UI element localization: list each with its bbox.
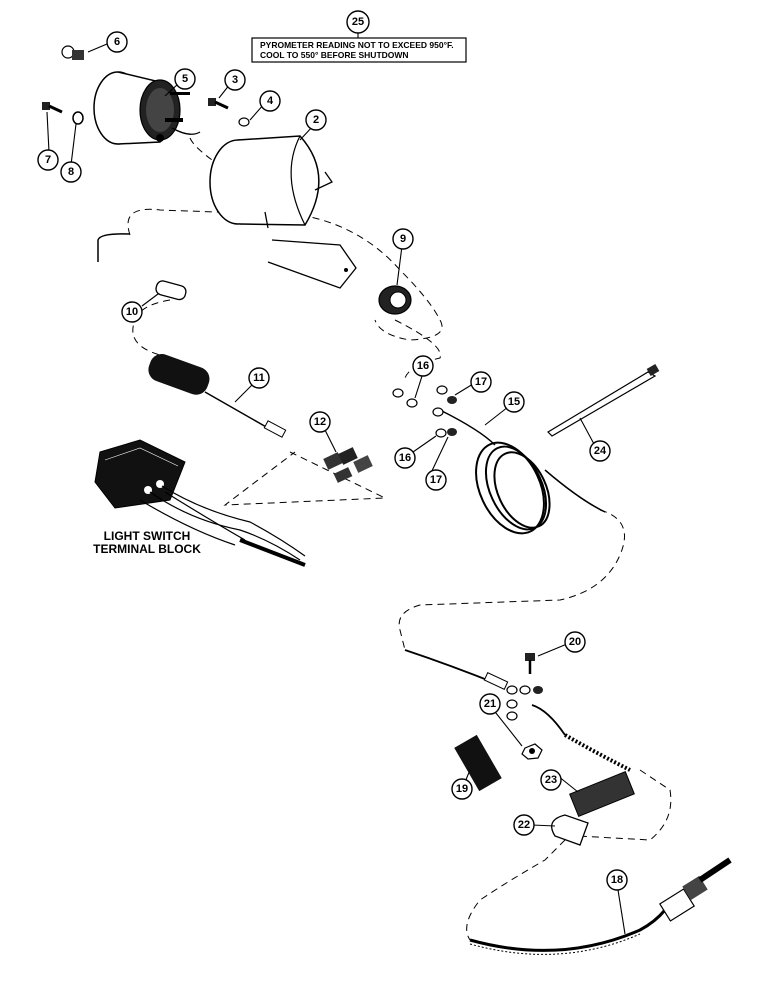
harness-route-dashed-line: [398, 509, 625, 651]
svg-text:4: 4: [267, 95, 274, 107]
callout-24: 24: [589, 440, 611, 462]
callout-18: 18: [606, 869, 628, 891]
callout-25: 25: [346, 10, 370, 34]
callout-6: 6: [106, 31, 128, 53]
callout-2: 2: [305, 109, 327, 131]
svg-text:8: 8: [68, 166, 74, 178]
mounting-cup: [209, 135, 357, 289]
grommet: [378, 285, 412, 315]
warning-note-box: [251, 37, 467, 63]
screw-7: [42, 102, 63, 114]
callout-9: 9: [392, 228, 414, 250]
washer-8: [72, 111, 84, 125]
svg-text:11: 11: [253, 372, 265, 384]
svg-text:7: 7: [45, 154, 51, 166]
svg-text:16: 16: [399, 452, 411, 464]
svg-text:22: 22: [518, 819, 530, 831]
callout-16-upper: 16: [412, 355, 434, 377]
thermocouple-probe: [469, 857, 732, 955]
callout-3: 3: [224, 69, 246, 91]
pyrometer-gauge: [93, 71, 201, 145]
svg-text:5: 5: [182, 73, 188, 85]
callout-8: 8: [60, 161, 82, 183]
probe-tube: [97, 233, 187, 301]
svg-text:18: 18: [611, 874, 623, 886]
svg-text:17: 17: [430, 474, 442, 486]
clip-22: [551, 814, 589, 846]
screw-20: [525, 653, 535, 674]
callout-21: 21: [479, 693, 501, 715]
insulation-sleeve-23: [569, 770, 635, 818]
callout-19: 19: [451, 778, 473, 800]
thermocouple-dashed-line: [466, 839, 566, 941]
callout-17-upper: 17: [470, 371, 492, 393]
sender-lead: [148, 353, 287, 438]
warning-note-line1: PYROMETER READING NOT TO EXCEED 950°F.: [260, 40, 454, 50]
gauge-dashed-line: [189, 137, 231, 173]
callout-7: 7: [37, 149, 59, 171]
svg-text:10: 10: [126, 306, 138, 318]
callout-11: 11: [248, 367, 270, 389]
callout-15: 15: [503, 391, 525, 413]
light-switch-terminal-block: [94, 439, 306, 567]
callout-23: 23: [540, 769, 562, 791]
wire-route-dashed-line: [394, 319, 441, 379]
svg-text:2: 2: [313, 114, 319, 126]
svg-text:9: 9: [400, 233, 406, 245]
light-switch-label-line1: LIGHT SWITCH: [104, 529, 191, 543]
svg-text:21: 21: [484, 698, 496, 710]
callout-25-number: 25: [352, 16, 364, 28]
callout-4: 4: [259, 90, 281, 112]
callout-5: 5: [174, 68, 196, 90]
screw-3: [208, 98, 229, 110]
svg-text:6: 6: [114, 36, 120, 48]
callout-17-lower: 17: [425, 469, 447, 491]
callout-10: 10: [121, 301, 143, 323]
svg-text:20: 20: [569, 636, 581, 648]
bulb-6: [61, 45, 84, 60]
svg-text:15: 15: [508, 396, 520, 408]
washer-4: [238, 117, 250, 127]
sleeve-19: [454, 734, 502, 792]
callout-12: 12: [309, 411, 331, 433]
svg-text:16: 16: [417, 360, 429, 372]
svg-text:12: 12: [314, 416, 326, 428]
callout-16-lower: 16: [394, 447, 416, 469]
callout-22: 22: [513, 814, 535, 836]
warning-note-line2: COOL TO 550° BEFORE SHUTDOWN: [260, 50, 409, 60]
callout-20: 20: [564, 631, 586, 653]
light-switch-label-line2: TERMINAL BLOCK: [93, 542, 201, 556]
svg-text:17: 17: [475, 376, 487, 388]
svg-text:19: 19: [456, 783, 468, 795]
nut-21: [521, 743, 543, 760]
svg-text:24: 24: [594, 445, 607, 457]
lower-wire-assembly: [404, 649, 631, 772]
probe-route-dashed-line: [127, 208, 443, 341]
terminal-connectors: [323, 447, 373, 483]
svg-text:3: 3: [232, 74, 238, 86]
svg-text:23: 23: [545, 774, 557, 786]
cable-tie: [547, 364, 660, 437]
coiled-wire-harness: [439, 409, 606, 535]
ring-terminals-upper: [392, 385, 457, 438]
lower-route-dashed-line: [559, 769, 672, 841]
